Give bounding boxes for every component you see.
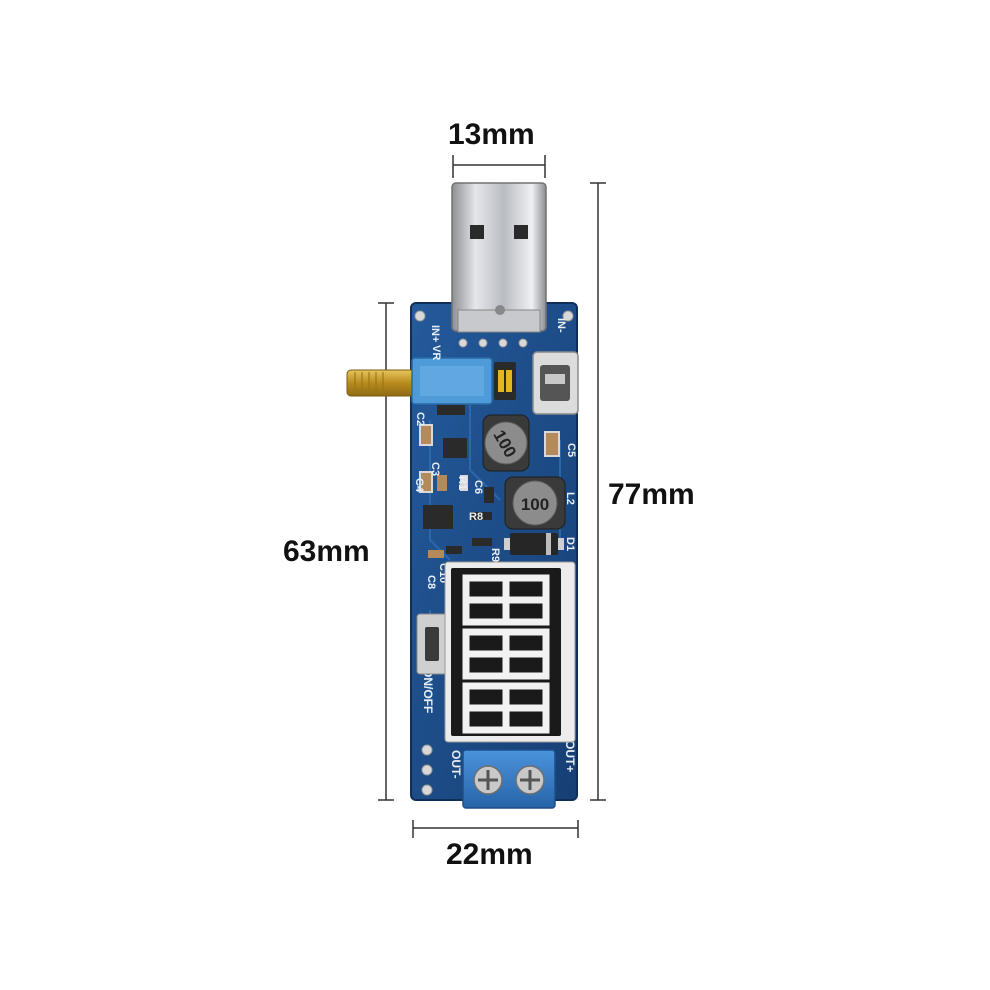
svg-text:C8: C8 — [425, 575, 437, 589]
svg-text:D1: D1 — [564, 537, 576, 551]
svg-text:OUT+: OUT+ — [563, 740, 577, 772]
svg-text:ON/OFF: ON/OFF — [421, 668, 435, 713]
trimmer-potentiometer — [346, 357, 493, 405]
svg-text:C4: C4 — [413, 478, 425, 493]
svg-text:C3: C3 — [429, 462, 441, 476]
svg-text:C5: C5 — [565, 443, 577, 457]
svg-text:L2: L2 — [564, 492, 576, 505]
svg-text:C6: C6 — [472, 480, 484, 494]
svg-text:C2: C2 — [414, 412, 426, 426]
usb-a-plug — [451, 182, 547, 333]
power-button — [416, 613, 448, 675]
svg-text:IN+: IN+ — [429, 325, 441, 342]
svg-text:R8: R8 — [469, 511, 483, 523]
smd-components — [419, 405, 560, 558]
svg-text:R1: R1 — [456, 476, 468, 490]
inductor-l1: 100 — [482, 414, 530, 472]
svg-text:R9: R9 — [489, 548, 501, 562]
inductor-l2: 100 — [504, 476, 566, 530]
board-length-label: 63mm — [283, 535, 370, 568]
usb-pins — [458, 338, 528, 348]
micro-usb-port — [532, 351, 579, 415]
svg-text:IN-: IN- — [555, 318, 567, 333]
svg-text:OUT-: OUT- — [449, 750, 463, 779]
usb-width-label: 13mm — [448, 118, 535, 151]
diode-d1 — [504, 533, 564, 555]
total-length-label: 77mm — [608, 478, 695, 511]
seven-segment-display — [444, 561, 576, 743]
led-indicator — [494, 362, 516, 400]
svg-text:100: 100 — [521, 495, 549, 514]
screw-terminal — [462, 749, 556, 809]
svg-text:VR: VR — [430, 345, 442, 360]
silkscreen-labels: IN+ IN- VR C2 C3 C4 C5 C6 C8 C10 R1 R8 R… — [413, 318, 577, 779]
board-width-label: 22mm — [446, 838, 533, 871]
